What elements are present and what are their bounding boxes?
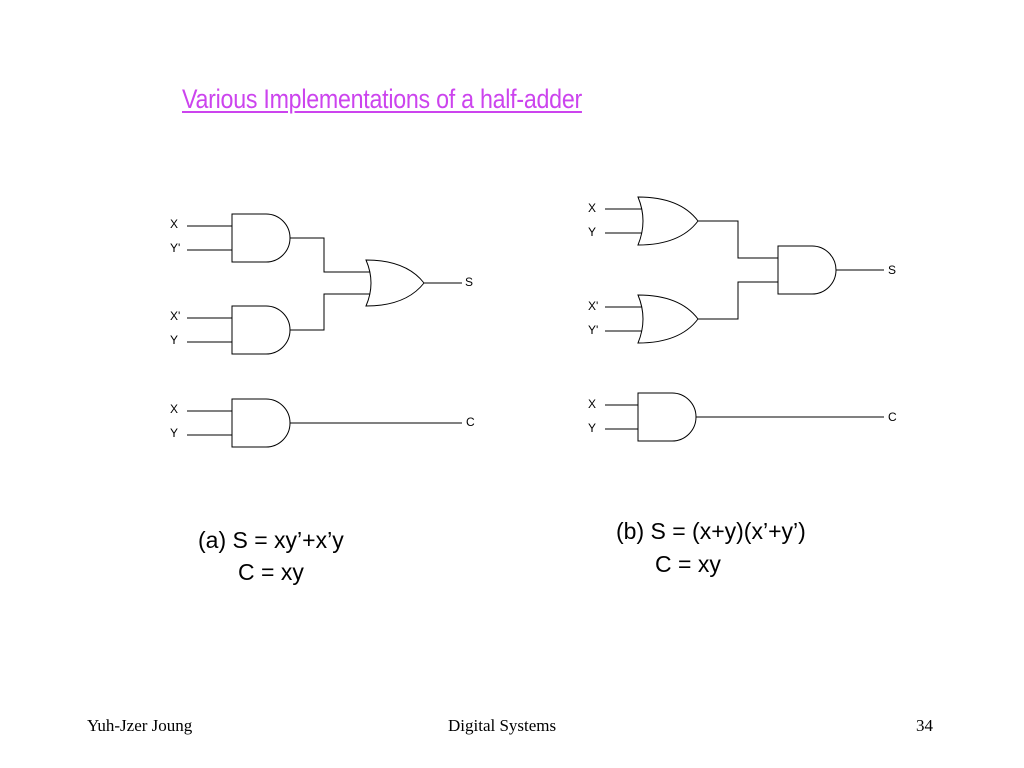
footer-author: Yuh-Jzer Joung (87, 716, 193, 735)
or-gate-a (365, 259, 425, 307)
input-label: X (170, 217, 178, 231)
circuit-b: X Y X' Y' S X Y C (588, 196, 897, 442)
and-gate-a3 (231, 398, 291, 448)
equation-b-sum: (b) S = (x+y)(x’+y’) (616, 518, 806, 544)
input-label: X' (170, 309, 180, 323)
and-gate-a2 (231, 305, 291, 355)
equation-a-carry: C = xy (238, 559, 304, 585)
input-label: X (170, 402, 178, 416)
carry-output-label: C (466, 415, 475, 429)
slide-title: Various Implementations of a half-adder (182, 84, 582, 114)
sum-output-label: S (465, 275, 473, 289)
and-gate-b-sum (777, 245, 837, 295)
input-label: Y (170, 426, 178, 440)
input-label: X (588, 201, 596, 215)
sum-output-label: S (888, 263, 896, 277)
input-label: Y (170, 333, 178, 347)
or-gate-b1 (637, 196, 699, 246)
equation-b-carry: C = xy (655, 551, 721, 577)
circuit-a: X Y' X' Y S X Y C (170, 213, 475, 448)
footer-page-number: 34 (916, 716, 933, 735)
input-label: X' (588, 299, 598, 313)
and-gate-a1 (231, 213, 291, 263)
input-label: Y' (170, 241, 180, 255)
input-label: X (588, 397, 596, 411)
and-gate-b-carry (637, 392, 697, 442)
input-label: Y' (588, 323, 598, 337)
input-label: Y (588, 421, 596, 435)
footer-course: Digital Systems (448, 716, 557, 735)
equation-a-sum: (a) S = xy’+x’y (198, 527, 344, 553)
input-label: Y (588, 225, 596, 239)
or-gate-b2 (637, 294, 699, 344)
carry-output-label: C (888, 410, 897, 424)
